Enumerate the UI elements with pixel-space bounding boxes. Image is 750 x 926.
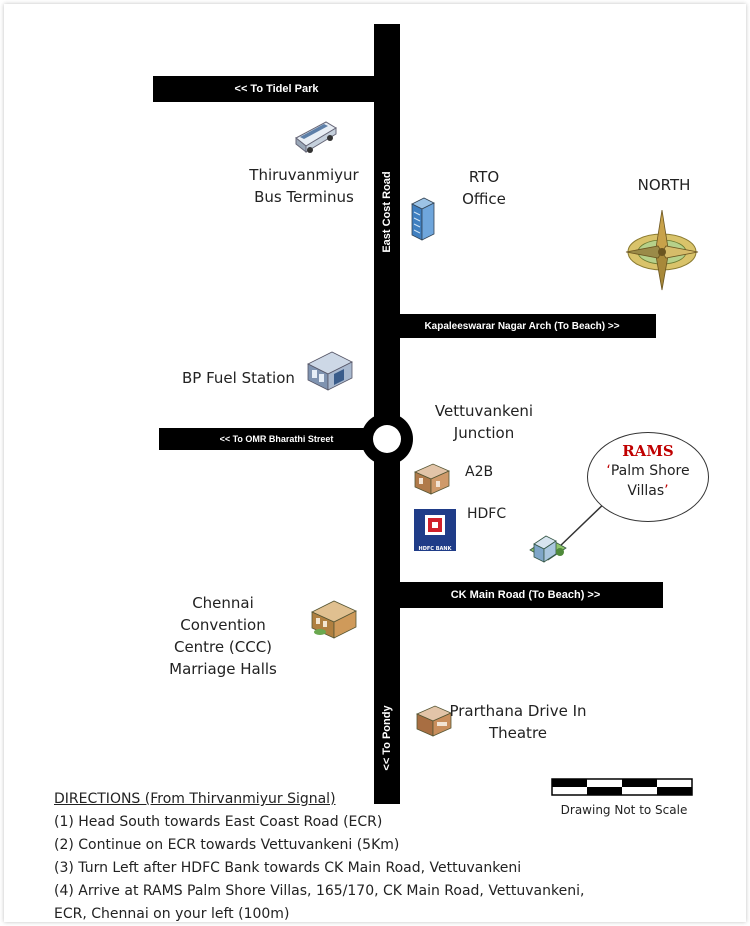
bus-terminus-label: Thiruvanmiyur Bus Terminus: [249, 166, 359, 206]
omr-road: << To OMR Bharathi Street: [159, 428, 394, 450]
theatre-icon: [416, 705, 452, 737]
rams-brand: RAMS: [622, 442, 674, 460]
direction-step-4: (4) Arrive at RAMS Palm Shore Villas, 16…: [54, 883, 585, 899]
direction-step-2: (2) Continue on ECR towards Vettuvankeni…: [54, 837, 400, 853]
ccc-label: Chennai Convention Centre (CCC) Marriage…: [169, 594, 277, 678]
convention-centre-icon: [311, 600, 357, 639]
bp-fuel-label: BP Fuel Station: [182, 369, 295, 387]
direction-step-4-cont: ECR, Chennai on your left (100m): [54, 906, 290, 922]
office-building-icon: [411, 197, 435, 241]
vettuvankeni-junction-label: Vettuvankeni Junction: [434, 402, 534, 442]
rams-name-line1: ‘Palm Shore: [606, 463, 690, 479]
north-label: NORTH: [637, 176, 691, 194]
rto-office-label: RTO Office: [462, 168, 506, 208]
hdfc-logo-icon: [425, 515, 445, 535]
prarthana-label: Prarthana Drive In Theatre: [449, 702, 587, 742]
direction-step-3: (3) Turn Left after HDFC Bank towards CK…: [54, 860, 522, 876]
to-pondy-label: << To Pondy: [381, 705, 393, 771]
east-coast-road-label: East Cost Road: [381, 171, 393, 253]
hdfc-logo-text: HDFC BANK: [418, 546, 452, 552]
bus-icon: [295, 121, 337, 154]
rams-name-line2: Villas’: [627, 483, 669, 499]
compass-icon: [625, 209, 699, 291]
tidel-park-road: << To Tidel Park: [153, 76, 400, 102]
scale-bar: [551, 778, 693, 796]
ck-main-road: CK Main Road (To Beach) >>: [388, 582, 663, 608]
directions-block: DIRECTIONS (From Thirvanmiyur Signal) (1…: [54, 788, 714, 926]
hdfc-logo: HDFC BANK: [414, 509, 456, 552]
restaurant-icon: [414, 463, 450, 495]
villa-icon: [529, 535, 567, 563]
a2b-label: A2B: [465, 464, 494, 480]
hdfc-label: HDFC: [467, 506, 507, 522]
direction-step-1: (1) Head South towards East Coast Road (…: [54, 814, 383, 830]
directions-title: DIRECTIONS (From Thirvanmiyur Signal): [54, 791, 336, 807]
roundabout-icon: [361, 413, 413, 465]
kapaleeswarar-road: Kapaleeswarar Nagar Arch (To Beach) >>: [388, 314, 656, 338]
map-page: East Cost Road << To Pondy << To Tidel P…: [4, 4, 746, 922]
rams-callout-bubble: RAMS ‘Palm Shore Villas’: [587, 432, 709, 522]
fuel-station-icon: [307, 351, 353, 391]
scale-note: Drawing Not to Scale: [560, 803, 688, 817]
